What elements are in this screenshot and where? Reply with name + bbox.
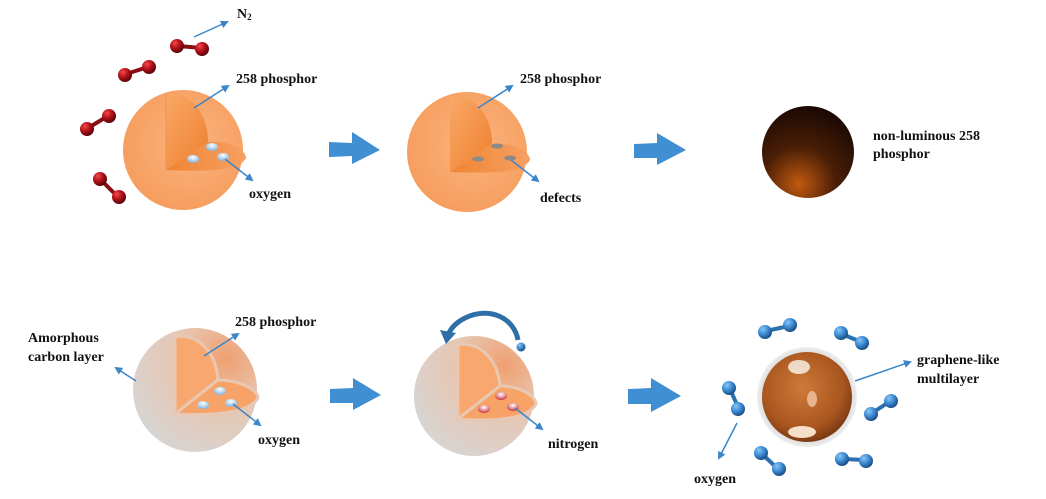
- curved-arrow-head: [440, 330, 456, 344]
- oxygen-molecule-red: [170, 39, 209, 56]
- oxygen-molecule-red: [80, 109, 116, 136]
- nitrogen-atom: [495, 392, 507, 400]
- phosphor-sphere-defects: [407, 92, 530, 212]
- phosphor-label: 258 phosphor: [236, 72, 318, 87]
- phosphor-pointer-arrow: [203, 332, 240, 357]
- copper-particle: [762, 352, 852, 442]
- curved-arrow-icon: [445, 310, 521, 341]
- oxygen-label: oxygen: [694, 472, 736, 487]
- oxygen-molecule-blue: [835, 452, 873, 468]
- carbon-label-line2: carbon layer: [28, 350, 104, 365]
- oxygen-molecule-blue: [758, 318, 797, 339]
- oxygen-molecule-red: [93, 172, 126, 204]
- carbon-coated-sphere-nitrogen: [414, 336, 538, 456]
- oxygen-pointer-arrow: [232, 403, 262, 427]
- non-luminous-label-line1: non-luminous 258: [873, 129, 980, 144]
- oxygen-molecule-blue: [754, 446, 786, 476]
- process-arrow-icon: [634, 133, 686, 165]
- nitrogen-pointer-arrow: [514, 407, 544, 431]
- process-arrow-icon: [329, 132, 380, 164]
- defect-site: [504, 155, 516, 161]
- graphene-label-line2: multilayer: [917, 372, 980, 387]
- oxygen-atom: [206, 143, 218, 151]
- carbon-pointer-arrow: [114, 366, 137, 382]
- process-arrow-icon: [330, 378, 381, 410]
- oxygen-molecule-blue: [834, 326, 869, 350]
- n2-label: N2: [237, 6, 252, 26]
- nitrogen-label: nitrogen: [548, 437, 599, 452]
- graphene-pointer-arrow: [854, 360, 912, 382]
- n2-subscript: 2: [247, 12, 252, 22]
- phosphor-label: 258 phosphor: [235, 315, 317, 330]
- phosphor-pointer-arrow: [477, 84, 514, 109]
- oxygen-pointer-arrow: [718, 422, 738, 460]
- phosphor-label: 258 phosphor: [520, 72, 602, 87]
- phosphor-pointer-arrow: [193, 84, 230, 109]
- defect-site: [491, 143, 503, 149]
- non-luminous-label-line2: phosphor: [873, 147, 930, 162]
- phosphor-sphere-cutaway: [123, 90, 246, 210]
- oxygen-molecule-blue: [722, 381, 745, 416]
- carbon-label-line1: Amorphous: [28, 331, 99, 346]
- oxygen-molecule-blue: [864, 394, 898, 421]
- oxygen-molecule-red: [118, 60, 156, 82]
- n2-pointer-arrow: [193, 20, 229, 38]
- carbon-coated-sphere: [133, 328, 260, 452]
- process-arrow-icon: [628, 378, 681, 412]
- released-oxygen-atom: [516, 342, 526, 352]
- defects-pointer-arrow: [510, 159, 540, 183]
- nitrogen-atom: [478, 405, 490, 413]
- n2-symbol: N: [237, 7, 248, 22]
- defects-label: defects: [540, 191, 582, 206]
- oxygen-atom: [214, 387, 226, 395]
- non-luminous-particle: [762, 106, 854, 198]
- oxygen-atom: [187, 155, 199, 163]
- oxygen-label: oxygen: [258, 433, 300, 448]
- defect-site: [472, 156, 484, 162]
- oxygen-atom: [197, 401, 209, 409]
- graphene-label-line1: graphene-like: [917, 353, 1000, 368]
- oxygen-pointer-arrow: [224, 158, 254, 182]
- oxygen-label: oxygen: [249, 187, 291, 202]
